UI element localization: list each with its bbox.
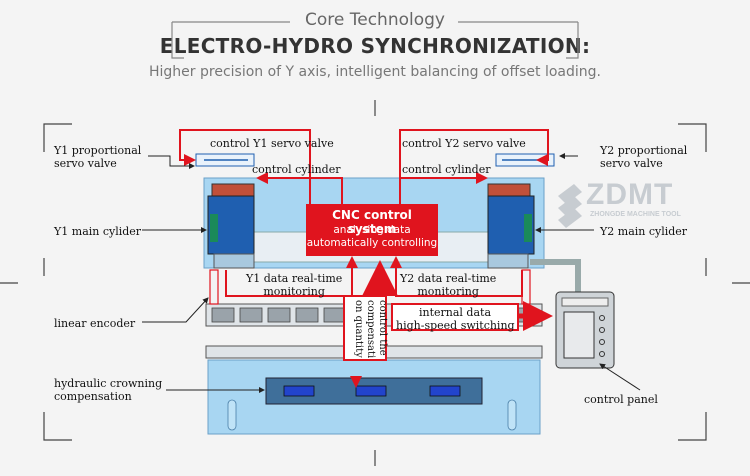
y1-servo-valve — [195, 153, 255, 167]
leader-lines — [142, 153, 641, 393]
y1-main-label: Y1 main cylider — [54, 225, 142, 238]
y1-valve-label: Y1 proportional servo valve — [54, 144, 142, 170]
compensation-box — [343, 295, 387, 361]
ctrl-cyl-right-label: control cylinder — [402, 163, 491, 176]
y2-data-label: Y2 data real-time monitoring — [400, 272, 497, 298]
logo-icon — [558, 184, 582, 228]
page-subtitle: Higher precision of Y axis, intelligent … — [149, 64, 601, 80]
page-title: ELECTRO-HYDRO SYNCHRONIZATION: — [159, 34, 591, 58]
red-routes — [179, 129, 549, 388]
panel-pipe — [530, 259, 581, 292]
y2-encoder — [521, 269, 531, 305]
header-kicker: Core Technology — [305, 10, 445, 30]
internal-data-label: internal data high-speed switching — [396, 306, 515, 332]
y1-piston — [213, 253, 255, 269]
y2-piston — [487, 253, 529, 269]
cnc-line-2: automatically controlling — [306, 237, 438, 249]
cnc-box — [306, 204, 438, 256]
compensation-label: control the compensati on quantity — [353, 300, 388, 359]
ctrl-y1-valve-label: control Y1 servo valve — [210, 137, 334, 150]
header-bracket — [171, 21, 579, 59]
cnc-title: CNC control system — [332, 208, 412, 236]
y2-valve-label: Y2 proportional servo valve — [600, 144, 688, 170]
y1-cylinder-top — [211, 183, 255, 197]
y1-data-label: Y1 data real-time monitoring — [246, 272, 343, 298]
linear-encoder-label: linear encoder — [54, 317, 136, 330]
internal-data-box — [391, 303, 519, 331]
y2-cylinder-top — [487, 183, 531, 197]
ctrl-cyl-left-label: control cylinder — [252, 163, 341, 176]
y1-encoder — [209, 269, 219, 305]
crowning-cylinders — [283, 385, 461, 397]
control-panel-device — [555, 291, 615, 369]
logo-tagline: ZHONGDE MACHINE TOOL — [590, 211, 681, 218]
ctrl-y2-valve-label: control Y2 servo valve — [402, 137, 526, 150]
control-panel-label: control panel — [584, 393, 658, 406]
bed-slots — [227, 399, 517, 431]
logo-text: ZDMT — [586, 178, 674, 211]
crowning-label: hydraulic crowning compensation — [54, 377, 163, 403]
frame-corners — [0, 100, 750, 466]
y2-main-label: Y2 main cylider — [600, 225, 688, 238]
cnc-line-1: analysing data — [333, 224, 411, 236]
